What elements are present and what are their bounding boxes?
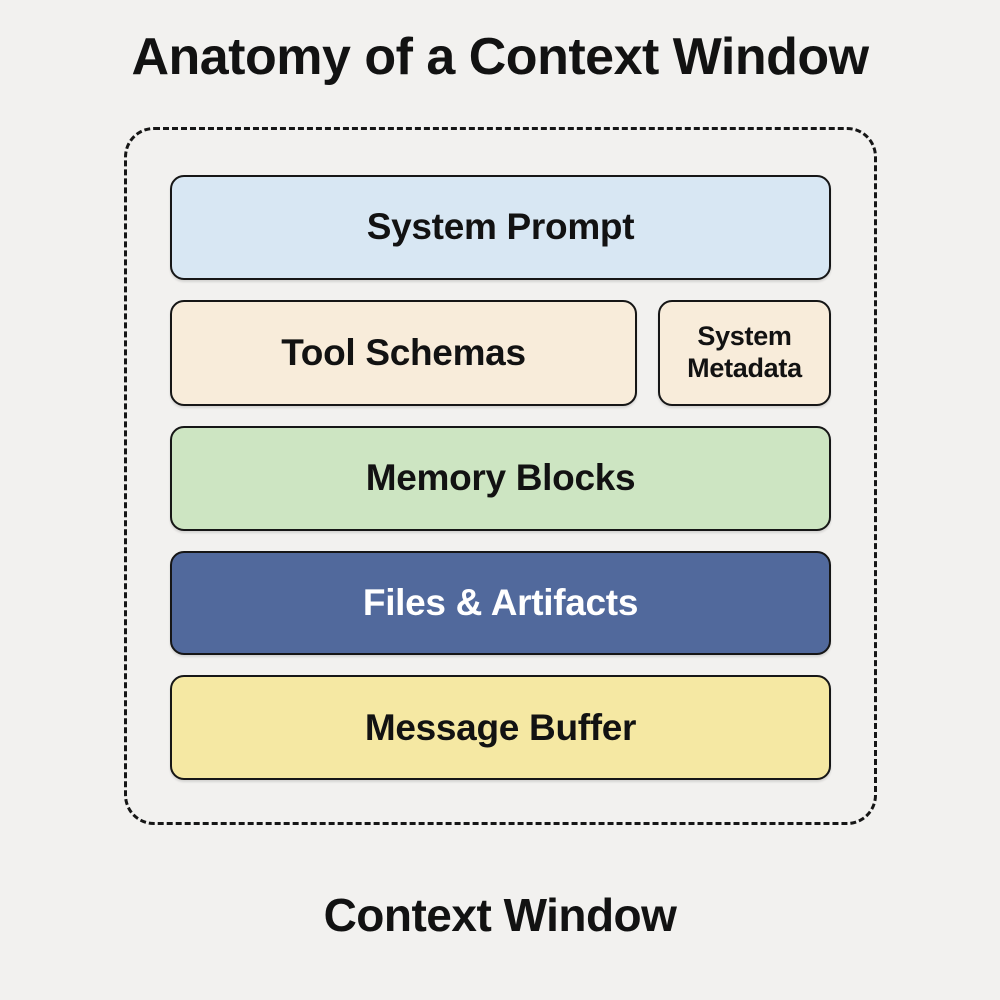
box-system-metadata: System Metadata xyxy=(658,299,831,406)
box-message-buffer-label: Message Buffer xyxy=(364,706,637,748)
box-memory-blocks-label: Memory Blocks xyxy=(365,457,636,499)
box-files-artifacts-label: Files & Artifacts xyxy=(362,581,639,623)
diagram-title: Anatomy of a Context Window xyxy=(131,28,869,86)
context-window-label: Context Window xyxy=(323,889,677,941)
box-files-artifacts: Files & Artifacts xyxy=(170,550,831,656)
box-system-metadata-label: System Metadata xyxy=(687,320,802,383)
box-system-prompt-label: System Prompt xyxy=(366,206,635,248)
box-tool-schemas: Tool Schemas xyxy=(170,299,637,406)
box-system-prompt: System Prompt xyxy=(170,175,831,280)
context-window-container: System Prompt Tool Schemas System Metada… xyxy=(124,127,877,825)
box-tool-schemas-label: Tool Schemas xyxy=(281,331,526,373)
box-memory-blocks: Memory Blocks xyxy=(170,425,831,531)
box-message-buffer: Message Buffer xyxy=(170,675,831,780)
box-row-schemas-metadata: Tool Schemas System Metadata xyxy=(170,299,831,406)
